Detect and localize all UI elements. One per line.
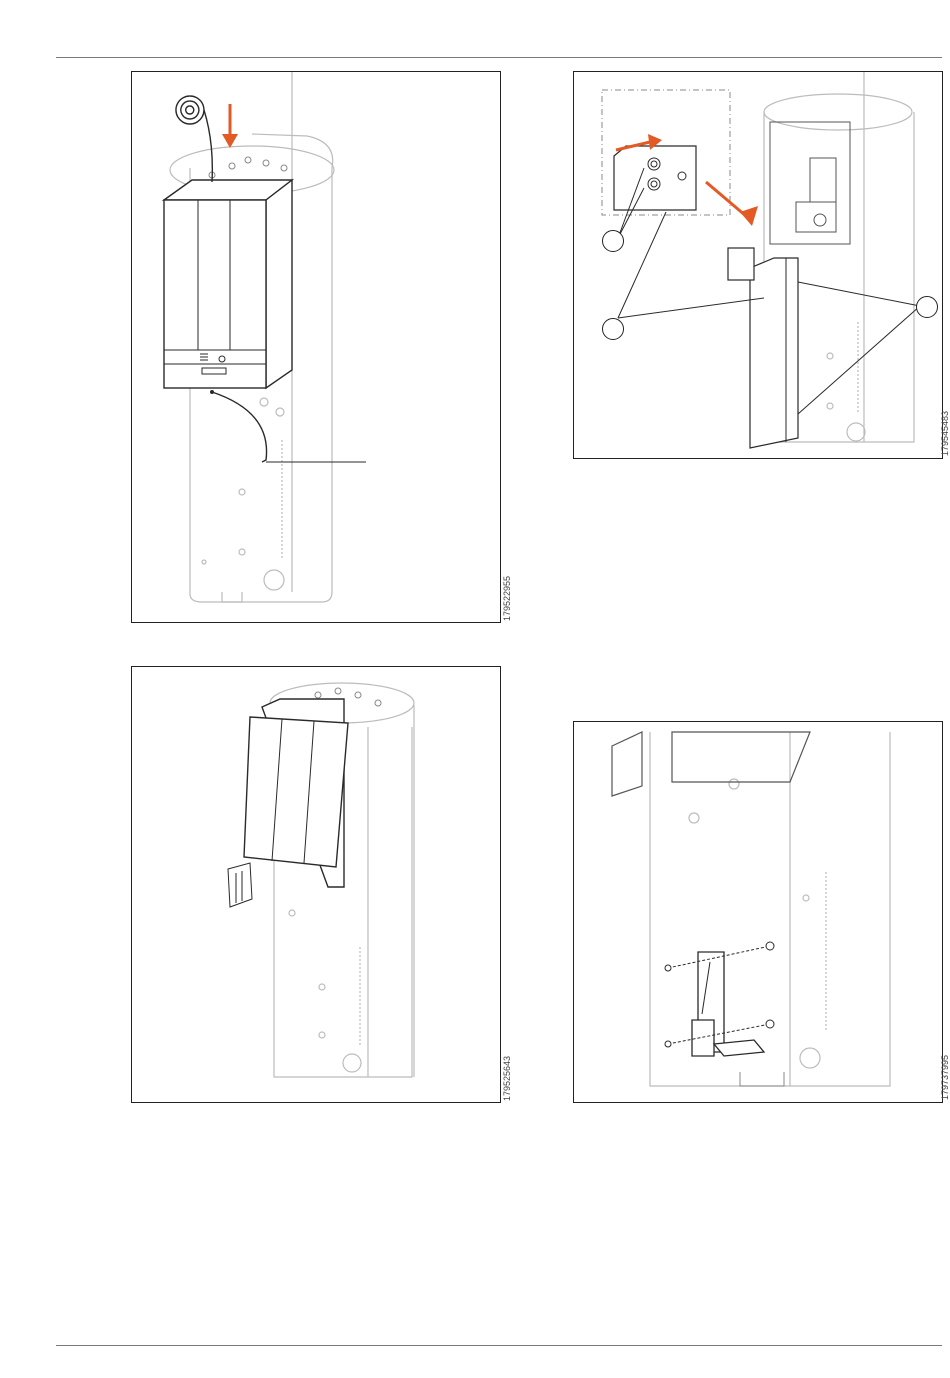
header-rule [56, 57, 942, 58]
figure-2-illustration [574, 72, 942, 458]
figure-4-id: 179737995 [940, 1055, 950, 1100]
figure-3 [131, 666, 501, 1103]
footer-rule [56, 1345, 942, 1346]
figure-4 [573, 721, 943, 1103]
callout-2 [602, 318, 624, 340]
callout-1 [602, 230, 624, 252]
callout-3 [916, 296, 938, 318]
figure-2-id: 179545483 [940, 411, 950, 456]
figure-1-id: 179522955 [502, 576, 512, 621]
figure-1-illustration [132, 72, 500, 622]
figure-3-illustration [132, 667, 500, 1102]
figure-4-illustration [574, 722, 942, 1102]
figure-3-id: 179525643 [502, 1056, 512, 1101]
figure-1 [131, 71, 501, 623]
figure-2 [573, 71, 943, 459]
